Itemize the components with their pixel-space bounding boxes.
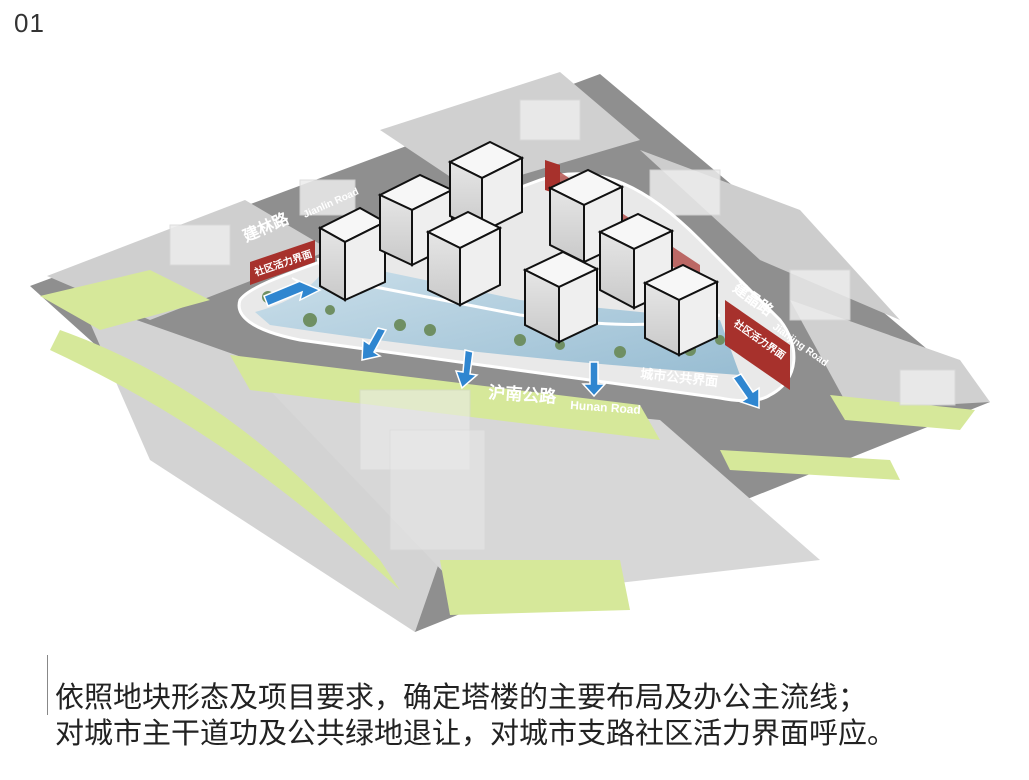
arrow-west-icon: [263, 277, 322, 307]
tower-8: [642, 263, 720, 357]
green-strip-south-west: [50, 330, 400, 590]
flow-arrows: [263, 277, 760, 410]
green-strip-west: [40, 270, 210, 330]
green-strip-east: [830, 395, 975, 430]
caption: 依照地块形态及项目要求，确定塔楼的主要布局及办公主流线； 对城市主干道功及公共绿…: [55, 679, 896, 751]
arrow-south-2-icon: [454, 349, 479, 390]
arrow-south-1-icon: [361, 327, 388, 361]
page-number: 01: [14, 8, 45, 38]
community-band-right: 社区活力界面: [725, 300, 790, 390]
caption-line-1: 依照地块形态及项目要求，确定塔楼的主要布局及办公主流线；: [55, 680, 868, 714]
tower-4: [425, 210, 503, 307]
caption-line-2: 对城市主干道功及公共绿地退让，对城市支路社区活力界面呼应。: [55, 716, 897, 750]
road-label-hunan-en: Hunan Road: [570, 398, 641, 417]
tower-7: [522, 250, 600, 344]
green-strip-bottom: [440, 560, 630, 615]
arrow-east-icon: [731, 373, 760, 410]
green-strip-south-east: [720, 450, 900, 480]
caption-divider: [47, 655, 48, 715]
context-buildings: [169, 99, 956, 551]
arrow-south-3-icon: [581, 361, 607, 398]
road-label-hunan-cn: 沪南公路: [488, 382, 558, 408]
site-axonometric-diagram: 社区活力界面 社区活力界面: [30, 72, 990, 632]
